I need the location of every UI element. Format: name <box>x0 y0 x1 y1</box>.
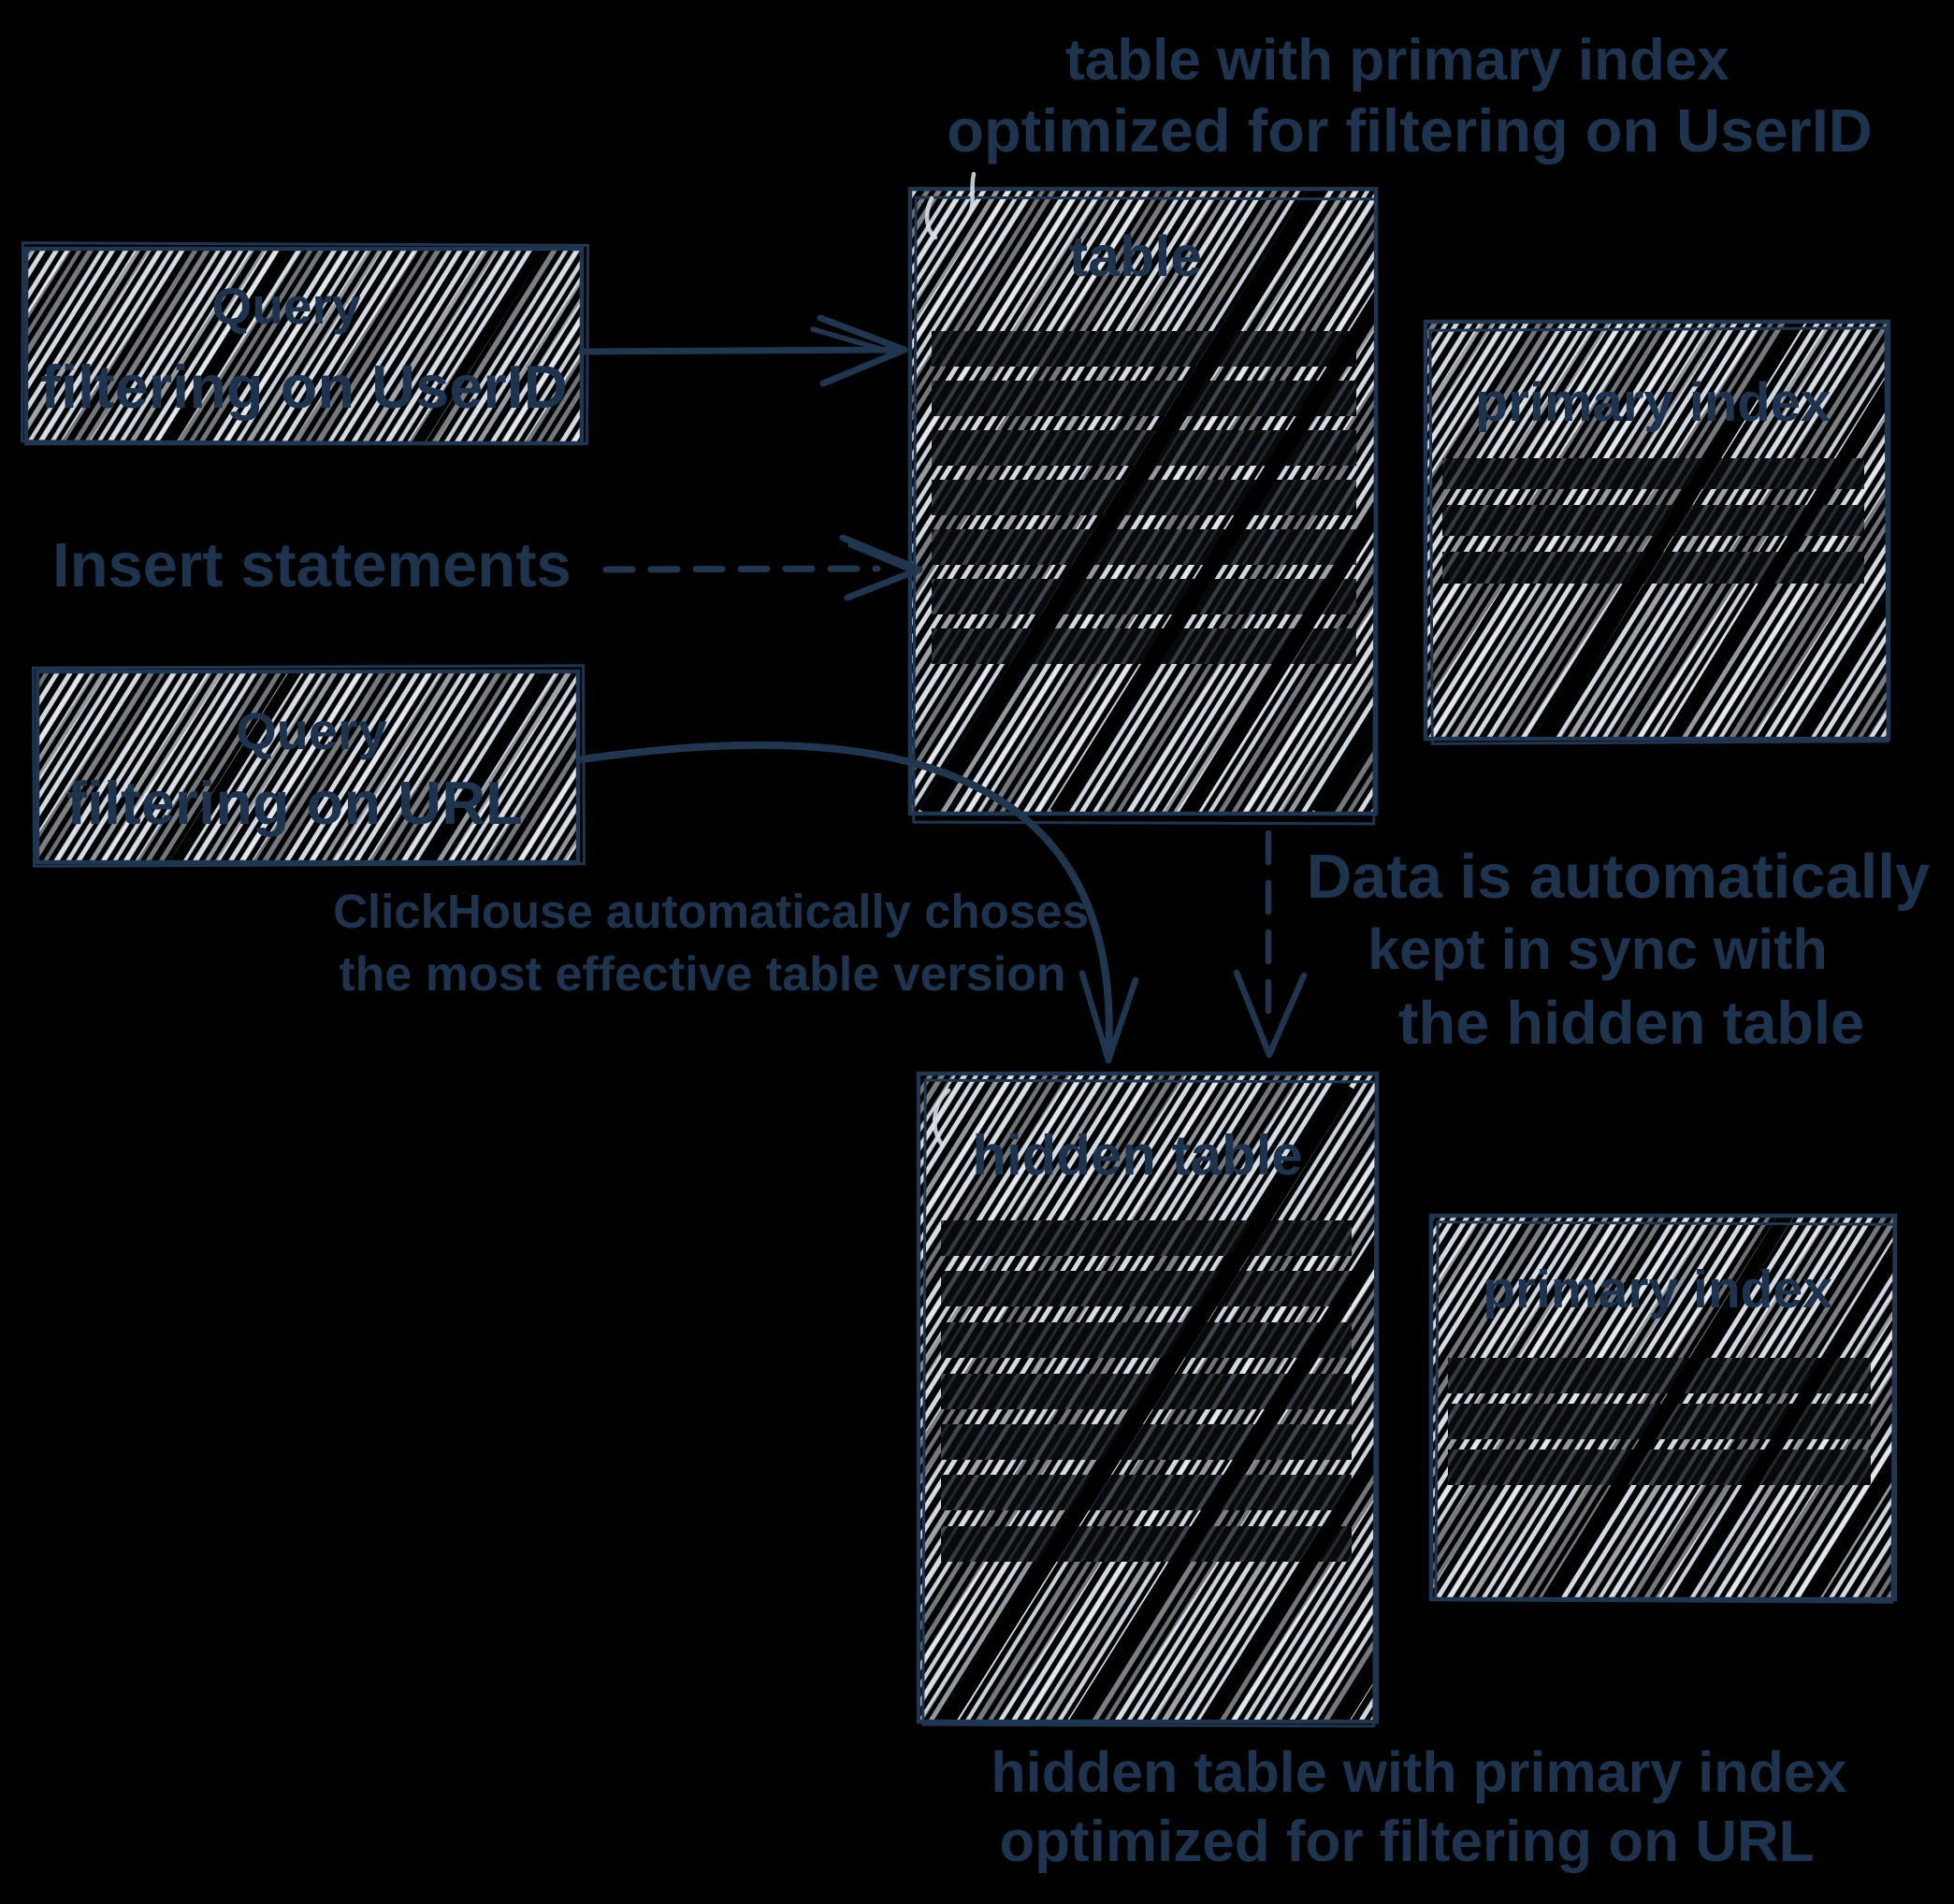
svg-text:filtering on URL: filtering on URL <box>66 769 522 837</box>
svg-text:primary index: primary index <box>1483 1260 1832 1320</box>
svg-text:primary index: primary index <box>1475 372 1831 433</box>
svg-text:table with primary index: table with primary index <box>1065 28 1730 93</box>
svg-text:Data is automatically: Data is automatically <box>1307 842 1931 912</box>
svg-text:hidden table: hidden table <box>972 1124 1302 1187</box>
svg-text:Query: Query <box>212 277 361 335</box>
svg-text:Insert statements: Insert statements <box>52 530 572 600</box>
svg-text:the most effective table versi: the most effective table version <box>339 947 1065 1002</box>
svg-text:filtering on UserID: filtering on UserID <box>40 353 567 421</box>
svg-text:kept in sync with: kept in sync with <box>1368 917 1828 981</box>
svg-text:ClickHouse automatically chose: ClickHouse automatically choses <box>333 885 1089 938</box>
svg-text:hidden table with primary inde: hidden table with primary index <box>991 1740 1846 1804</box>
svg-text:Query: Query <box>236 701 387 760</box>
svg-text:table: table <box>1069 224 1202 288</box>
svg-text:optimized for filtering on URL: optimized for filtering on URL <box>999 1810 1814 1874</box>
svg-text:the hidden table: the hidden table <box>1398 988 1864 1057</box>
svg-text:optimized for filtering on Use: optimized for filtering on UserID <box>947 96 1872 165</box>
